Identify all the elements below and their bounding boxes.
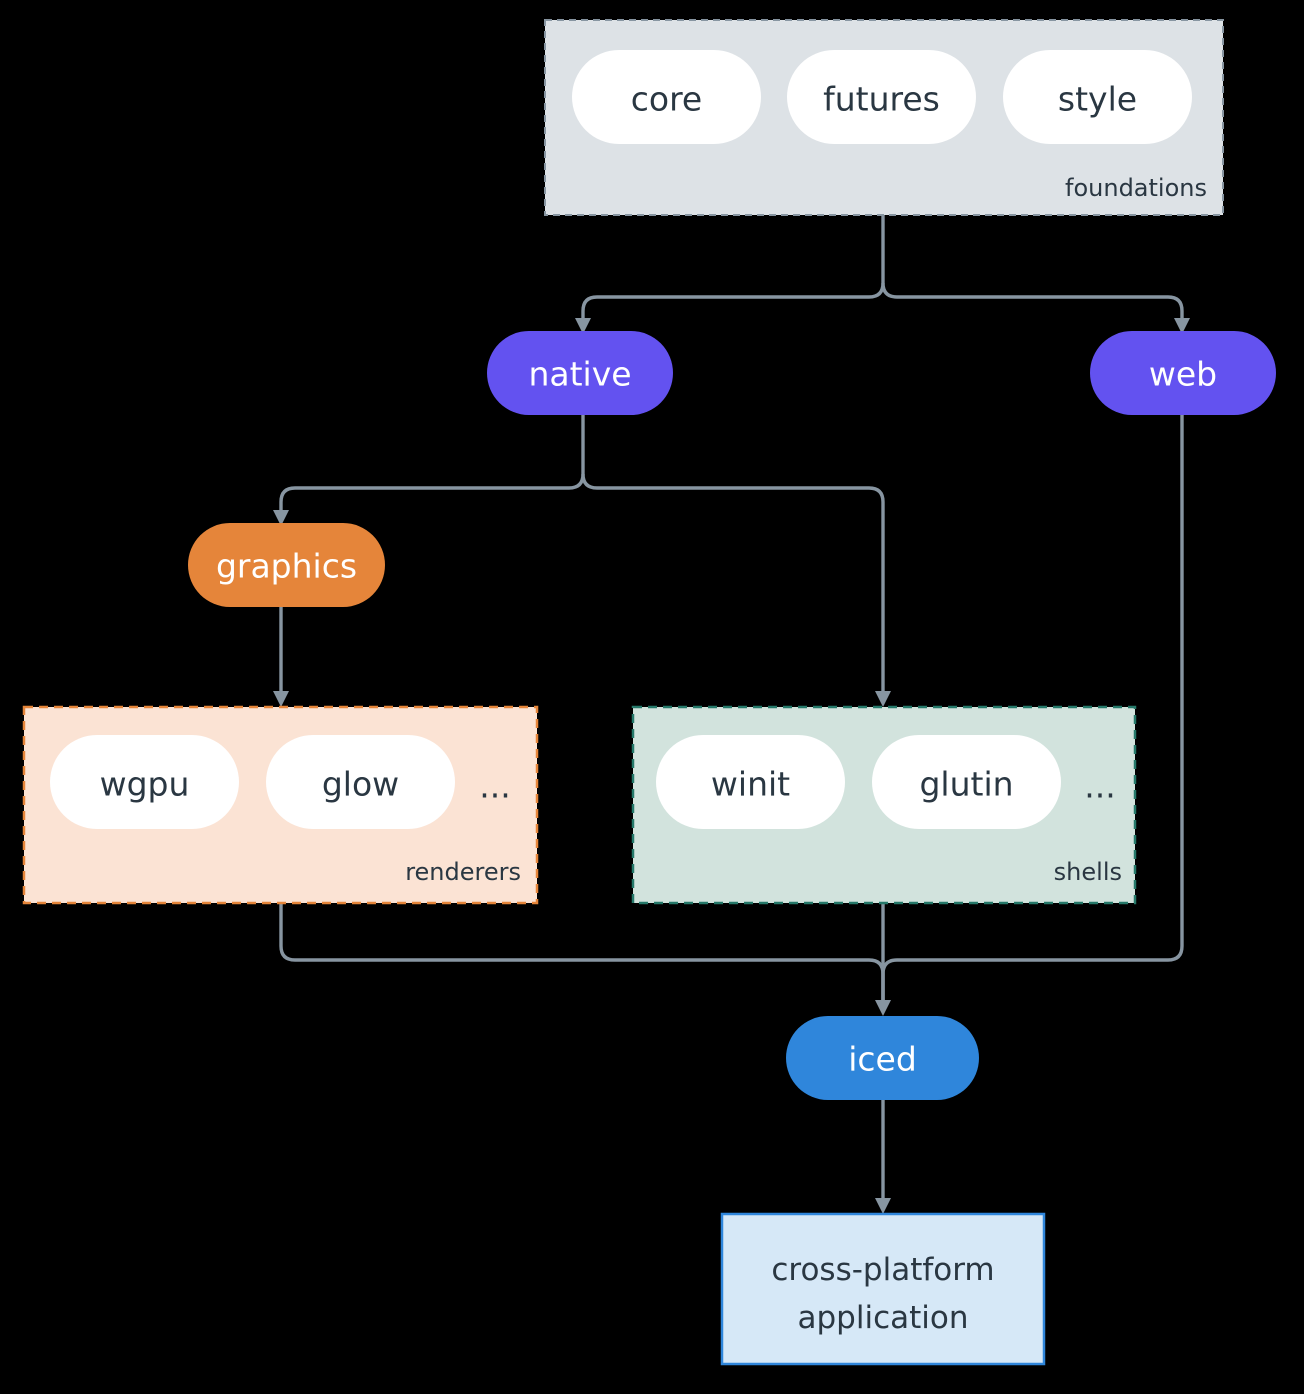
cluster-renderers-ellipsis: ... (479, 767, 510, 806)
edge-renderers-to-iced (279, 903, 885, 1004)
edge-web-to-iced (881, 415, 1184, 1004)
cluster-shells: winit glutin ... shells (631, 705, 1137, 905)
cluster-shells-ellipsis: ... (1084, 767, 1115, 806)
cluster-shells-member-glutin[interactable]: glutin (872, 735, 1061, 829)
pill-glutin-label: glutin (919, 765, 1013, 804)
node-app-shape (720, 1212, 1046, 1366)
pill-futures-shape (787, 50, 976, 144)
node-native-label: native (528, 355, 631, 394)
arrowhead-shells (875, 691, 891, 707)
node-graphics[interactable]: graphics (188, 523, 385, 607)
cluster-renderers-member-glow[interactable]: glow (266, 735, 455, 829)
edge-layer (273, 215, 1190, 1214)
node-graphics-shape (188, 523, 385, 607)
cluster-shells-label: shells (1054, 858, 1122, 886)
pill-winit-label: winit (711, 765, 790, 804)
pill-core-shape (572, 50, 761, 144)
edge-native-to-shells (581, 473, 885, 695)
arrowhead-app (875, 1198, 891, 1214)
node-graphics-label: graphics (216, 547, 357, 586)
node-app-label-line1: cross-platform (771, 1252, 994, 1288)
node-native-shape (487, 331, 673, 415)
pill-futures-label: futures (823, 80, 940, 119)
pill-style-label: style (1058, 80, 1137, 119)
node-web-shape (1090, 331, 1276, 415)
pill-glow-label: glow (322, 765, 399, 804)
cluster-renderers: wgpu glow ... renderers (22, 705, 539, 905)
node-native[interactable]: native (487, 331, 673, 415)
node-iced[interactable]: iced (786, 1016, 979, 1100)
edge-native-split (279, 415, 585, 514)
node-iced-label: iced (848, 1040, 917, 1079)
node-cross-platform-application[interactable]: cross-platform application (720, 1212, 1046, 1366)
pill-wgpu-label: wgpu (100, 765, 190, 804)
arrowhead-renderers (273, 691, 289, 707)
arrowhead-iced (875, 1000, 891, 1016)
arrowhead-graphics (273, 510, 289, 526)
arrowhead-web (1174, 318, 1190, 334)
cluster-foundations-label: foundations (1065, 174, 1207, 202)
node-web-label: web (1149, 355, 1217, 394)
cluster-foundations-member-style[interactable]: style (1003, 50, 1192, 144)
cluster-foundations-member-futures[interactable]: futures (787, 50, 976, 144)
pill-winit-shape (656, 735, 845, 829)
node-iced-shape (786, 1016, 979, 1100)
edge-foundations-to-web (881, 282, 1184, 322)
pill-wgpu-shape (50, 735, 239, 829)
arrowhead-native (575, 318, 591, 334)
node-web[interactable]: web (1090, 331, 1276, 415)
pill-style-shape (1003, 50, 1192, 144)
cluster-renderers-label: renderers (405, 858, 521, 886)
cluster-shells-member-winit[interactable]: winit (656, 735, 845, 829)
cluster-foundations: core futures style foundations (544, 19, 1224, 216)
cluster-foundations-member-core[interactable]: core (572, 50, 761, 144)
pill-core-label: core (631, 80, 702, 119)
cluster-renderers-member-wgpu[interactable]: wgpu (50, 735, 239, 829)
edge-foundations-split (581, 215, 885, 322)
pill-glutin-shape (872, 735, 1061, 829)
node-app-label-line2: application (798, 1300, 969, 1336)
pill-glow-shape (266, 735, 455, 829)
